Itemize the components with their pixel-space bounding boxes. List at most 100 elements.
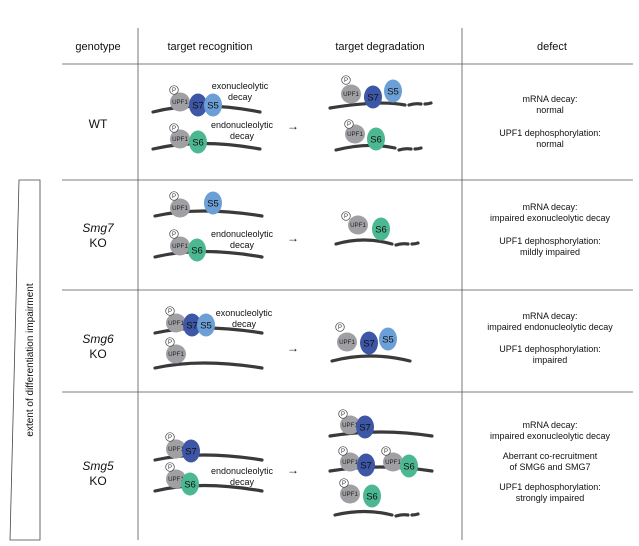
genotype-smg5-ko: KO [89, 474, 106, 488]
upf1-protein [170, 129, 190, 149]
mrna-strand [397, 147, 413, 152]
smg-s6-protein [363, 484, 381, 508]
phosphate-label: P [168, 309, 172, 315]
mrna-strand [413, 146, 423, 151]
smg5-defect-6: strongly impaired [516, 493, 585, 503]
phosphate-mark [339, 478, 349, 488]
smg-s5-protein [379, 327, 397, 351]
smg7-endo-note-1: endonucleolytic [211, 229, 274, 239]
side-label: extent of differentiation impairment [25, 283, 36, 436]
smg6-exo-note-2: decay [232, 319, 257, 329]
phosphate-label: P [172, 126, 176, 132]
arrow-smg5: → [287, 463, 299, 477]
upf1-protein [383, 452, 403, 472]
smg-s7-protein [189, 93, 207, 117]
mrna-strand [153, 483, 264, 493]
upf1-label: UPF1 [343, 91, 359, 98]
phosphate-label: P [344, 78, 348, 84]
smg-s7-label: S7 [360, 461, 372, 472]
mrna-strand [330, 354, 412, 363]
upf1-label: UPF1 [168, 320, 184, 327]
genotype-smg6-ko: KO [89, 347, 106, 361]
smg-s7-label: S7 [363, 339, 375, 350]
genotype-smg6-name: Smg6 [82, 332, 114, 346]
genotype-smg5-name: Smg5 [82, 459, 114, 473]
upf1-label: UPF1 [168, 446, 184, 453]
phosphate-mark [169, 229, 179, 239]
phosphate-label: P [347, 122, 351, 128]
upf1-protein [341, 84, 361, 104]
upf1-label: UPF1 [342, 491, 358, 498]
upf1-protein [170, 198, 190, 218]
smg-s7-label: S7 [359, 423, 371, 434]
mrna-strand [334, 143, 397, 152]
phosphate-label: P [172, 232, 176, 238]
smg5-endo-note-2: decay [230, 477, 255, 487]
upf1-protein [348, 215, 368, 235]
arrow-smg7: → [287, 231, 299, 245]
smg-s7-protein [182, 439, 200, 463]
phosphate-label: P [344, 214, 348, 220]
smg7-defect-4: mildly impaired [520, 247, 580, 257]
phosphate-mark [341, 211, 351, 221]
smg-s5-protein [197, 313, 215, 337]
wt-defect-3: UPF1 dephosphorylation: [499, 128, 601, 138]
smg-s5-label: S5 [382, 335, 394, 346]
phosphate-mark [165, 462, 175, 472]
smg5-defect-5: UPF1 dephosphorylation: [499, 482, 601, 492]
impairment-wedge: extent of differentiation impairment [9, 179, 41, 541]
arrows: → → → → [287, 119, 299, 477]
smg-s7-protein [360, 331, 378, 355]
phosphate-mark [381, 446, 391, 456]
header-defect: defect [537, 41, 567, 53]
smg-s6-label: S6 [370, 135, 382, 146]
wt-defect-1: mRNA decay: [522, 94, 577, 104]
smg6-defect-3: UPF1 dephosphorylation: [499, 344, 601, 354]
phosphate-mark [344, 119, 354, 129]
upf1-label: UPF1 [350, 222, 366, 229]
smg-s7-label: S7 [185, 447, 197, 458]
phosphate-label: P [338, 325, 342, 331]
wt-exo-note-1: exonucleolytic [212, 81, 269, 91]
smg-s7-label: S7 [186, 321, 198, 332]
phosphate-mark [338, 446, 348, 456]
mrna-strand [153, 361, 264, 370]
upf1-protein [170, 236, 190, 256]
mrna-strand [334, 238, 394, 246]
defect-texts: mRNA decay: normal UPF1 dephosphorylatio… [487, 94, 613, 503]
wt-defect-4: normal [536, 139, 564, 149]
smg-s6-label: S6 [366, 492, 378, 503]
genotype-wt: WT [89, 117, 108, 131]
upf1-protein [166, 344, 186, 364]
mrna-strand [407, 102, 423, 107]
genotype-smg7-ko: KO [89, 236, 106, 250]
upf1-protein [170, 92, 190, 112]
phosphate-mark [169, 123, 179, 133]
wt-exo-note-2: decay [228, 92, 253, 102]
smg-s7-protein [364, 85, 382, 109]
phosphate-mark [169, 85, 179, 95]
mrna-strand [153, 209, 264, 218]
phosphate-label: P [172, 194, 176, 200]
mrna-strand [328, 465, 434, 473]
smg-s6-label: S6 [192, 138, 204, 149]
header-target-degradation: target degradation [335, 41, 424, 53]
phosphate-mark [338, 409, 348, 419]
mrna-strand [328, 430, 434, 438]
mrna-strand [394, 513, 410, 518]
smg-s6-label: S6 [403, 462, 415, 473]
smg-s7-protein [357, 453, 375, 477]
genotype-smg7-name: Smg7 [82, 221, 115, 235]
phosphate-label: P [341, 412, 345, 418]
upf1-protein [166, 313, 186, 333]
smg-s7-label: S7 [192, 101, 204, 112]
upf1-protein [166, 469, 186, 489]
upf1-label: UPF1 [342, 422, 358, 429]
smg6-exo-note-1: exonucleolytic [216, 308, 273, 318]
wt-defect-2: normal [536, 105, 564, 115]
upf1-protein [340, 484, 360, 504]
phosphate-mark [335, 322, 345, 332]
mrna-strand [153, 249, 264, 259]
upf1-label: UPF1 [172, 136, 188, 143]
